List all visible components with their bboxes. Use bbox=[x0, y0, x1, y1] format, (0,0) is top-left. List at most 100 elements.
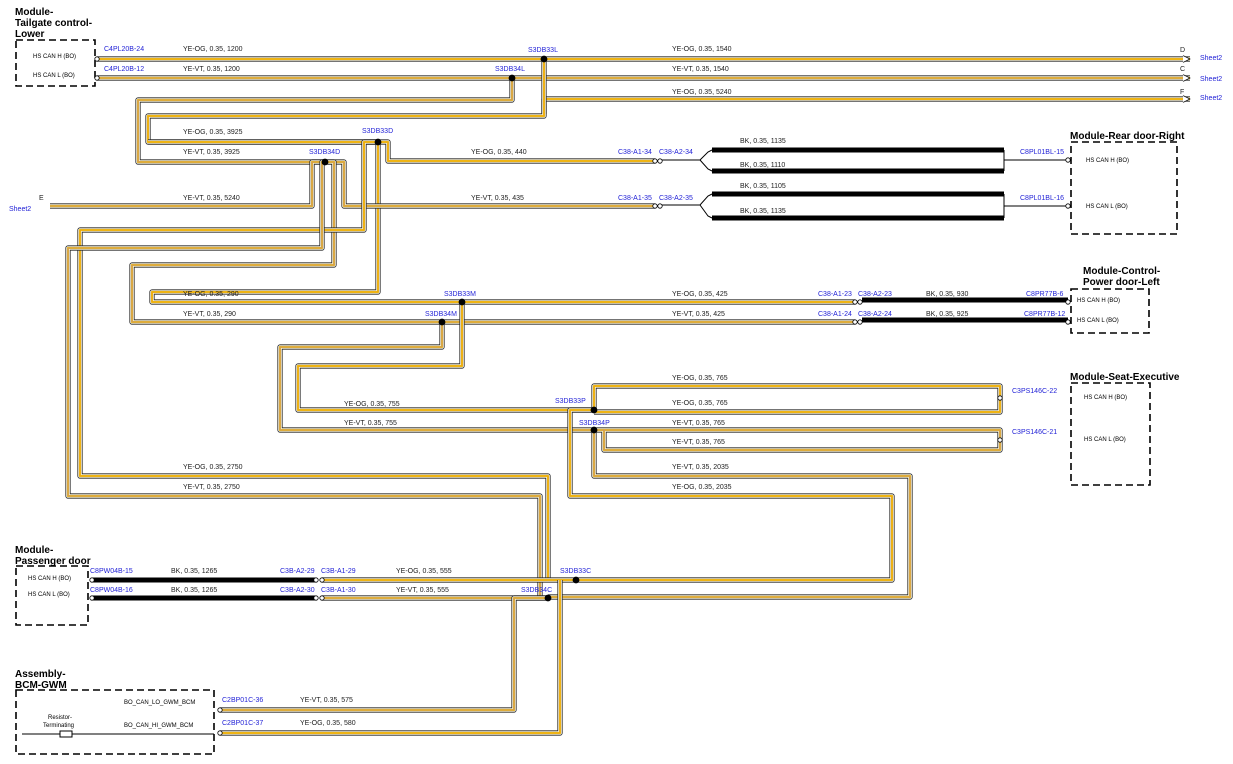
splice-label: S3DB34D bbox=[309, 149, 340, 156]
connector-label: C8PW04B-15 bbox=[90, 568, 133, 575]
pin-label: HS CAN L (BO) bbox=[33, 73, 75, 79]
splice-dot-34m bbox=[438, 318, 446, 326]
bcm-title-2: BCM-GWM bbox=[15, 680, 67, 691]
connector-pin-icon bbox=[217, 730, 223, 736]
connector-pin-icon bbox=[1065, 299, 1071, 305]
connector-pin-icon bbox=[997, 395, 1003, 401]
wire-ye-og-580 bbox=[220, 580, 563, 736]
offsheet-letter: F bbox=[1180, 89, 1184, 96]
connector-label: C8PW04B-16 bbox=[90, 587, 133, 594]
connector-pin-icon bbox=[857, 299, 863, 305]
wire-label: YE-OG, 0.35, 580 bbox=[300, 720, 356, 727]
pin-label: HS CAN H (BO) bbox=[1084, 395, 1127, 401]
wire-label: YE-VT, 0.35, 555 bbox=[396, 587, 449, 594]
lead-wire bbox=[699, 204, 713, 219]
connector-pin-icon bbox=[997, 437, 1003, 443]
connector-label: C38-A2-24 bbox=[858, 311, 892, 318]
pin-label: HS CAN L (BO) bbox=[1077, 318, 1119, 324]
connector-label: C3B-A2-29 bbox=[280, 568, 315, 575]
splice-label: S3DB33D bbox=[362, 128, 393, 135]
wire-label: YE-OG, 0.35, 765 bbox=[672, 400, 728, 407]
pin-label: HS CAN L (BO) bbox=[28, 592, 70, 598]
offsheet-letter: E bbox=[39, 195, 44, 202]
wire-label: YE-VT, 0.35, 5240 bbox=[183, 195, 240, 202]
connector-label: C3B-A1-30 bbox=[321, 587, 356, 594]
splice-dot-33c bbox=[572, 576, 580, 584]
pin-label: HS CAN H (BO) bbox=[28, 576, 71, 582]
pin-label: BO_CAN_HI_GWM_BCM bbox=[124, 723, 193, 729]
wire-ye-og-2035 bbox=[567, 407, 895, 583]
wire-label: YE-VT, 0.35, 2035 bbox=[672, 464, 729, 471]
connector-label: C38-A1-34 bbox=[618, 149, 652, 156]
splice-dot-34c bbox=[544, 594, 552, 602]
wire-label: YE-OG, 0.35, 755 bbox=[344, 401, 400, 408]
connector-label: C38-A1-35 bbox=[618, 195, 652, 202]
connector-label: C4PL20B-12 bbox=[104, 66, 144, 73]
splice-label: S3DB33P bbox=[555, 398, 586, 405]
connector-label: C38-A2-35 bbox=[659, 195, 693, 202]
connector-label: C8PR77B-12 bbox=[1024, 311, 1065, 318]
bcm-title-1: Assembly- bbox=[15, 669, 66, 680]
wire-label: YE-VT, 0.35, 765 bbox=[672, 420, 725, 427]
connector-pin-icon bbox=[313, 595, 319, 601]
wire-label: YE-VT, 0.35, 2750 bbox=[183, 484, 240, 491]
wire-ye-og-5240 bbox=[145, 96, 1190, 145]
splice-label: S3DB33C bbox=[560, 568, 591, 575]
connector-label: C8PL01BL-15 bbox=[1020, 149, 1064, 156]
offsheet-letter: C bbox=[1180, 66, 1185, 73]
resistor-label-2: Terminating bbox=[43, 723, 74, 729]
tailgate-module-box bbox=[15, 39, 96, 87]
connector-label: C3PS146C-22 bbox=[1012, 388, 1057, 395]
connector-pin-icon bbox=[857, 319, 863, 325]
wire-label: YE-OG, 0.35, 1200 bbox=[183, 46, 243, 53]
splice-label: S3DB33L bbox=[528, 47, 558, 54]
resistor-label-1: Resistor- bbox=[48, 715, 72, 721]
wire-label: YE-VT, 0.35, 435 bbox=[471, 195, 524, 202]
splice-dot-34l bbox=[508, 74, 516, 82]
connector-pin-icon bbox=[657, 203, 663, 209]
connector-label: C2BP01C-37 bbox=[222, 720, 263, 727]
splice-label: S3DB34L bbox=[495, 66, 525, 73]
wire-ye-og-3925-290 bbox=[148, 139, 462, 305]
splice-label: S3DB33M bbox=[444, 291, 476, 298]
wire-label: YE-VT, 0.35, 1540 bbox=[672, 66, 729, 73]
connector-label: C3B-A1-29 bbox=[321, 568, 356, 575]
wire-label: YE-OG, 0.35, 765 bbox=[672, 375, 728, 382]
offsheet-link-f[interactable]: Sheet2 bbox=[1200, 95, 1222, 102]
offsheet-link-c[interactable]: Sheet2 bbox=[1200, 76, 1222, 83]
splice-dot-33m bbox=[458, 298, 466, 306]
connector-label: C38-A2-23 bbox=[858, 291, 892, 298]
wire-label: YE-OG, 0.35, 5240 bbox=[672, 89, 732, 96]
wire-label: YE-OG, 0.35, 2750 bbox=[183, 464, 243, 471]
wire-label: BK, 0.35, 1135 bbox=[740, 138, 786, 145]
splice-label: S3DB34M bbox=[425, 311, 457, 318]
wire-label: BK, 0.35, 925 bbox=[926, 311, 969, 318]
bcm-gwm-module-box bbox=[15, 689, 215, 755]
wire-label: YE-OG, 0.35, 440 bbox=[471, 149, 527, 156]
power-door-left-title-2: Power door-Left bbox=[1083, 277, 1160, 288]
tailgate-title-1: Module- bbox=[15, 7, 53, 18]
connector-pin-icon bbox=[652, 203, 658, 209]
wire-label: YE-VT, 0.35, 755 bbox=[344, 420, 397, 427]
wire-label: YE-VT, 0.35, 765 bbox=[672, 439, 725, 446]
seat-executive-module-box bbox=[1070, 382, 1151, 486]
lead-wire bbox=[660, 149, 713, 161]
wire-label: YE-VT, 0.35, 290 bbox=[183, 311, 236, 318]
connector-pin-icon bbox=[89, 595, 95, 601]
wire-label: YE-OG, 0.35, 290 bbox=[183, 291, 239, 298]
connector-pin-icon bbox=[94, 56, 100, 62]
passenger-door-title-1: Module- bbox=[15, 545, 53, 556]
wire-ye-og-765 bbox=[591, 383, 1003, 415]
tailgate-title-3: Lower bbox=[15, 29, 45, 40]
passenger-door-title-2: Passenger door bbox=[15, 556, 91, 567]
wire-label: YE-OG, 0.35, 555 bbox=[396, 568, 452, 575]
offsheet-link-d[interactable]: Sheet2 bbox=[1200, 55, 1222, 62]
connector-label: C4PL20B-24 bbox=[104, 46, 144, 53]
wire-label: YE-OG, 0.35, 3925 bbox=[183, 129, 243, 136]
connector-pin-icon bbox=[1065, 319, 1071, 325]
offsheet-link-e[interactable]: Sheet2 bbox=[9, 206, 31, 213]
power-door-left-module-box bbox=[1070, 288, 1150, 334]
wire-label: YE-VT, 0.35, 425 bbox=[672, 311, 725, 318]
connector-pin-icon bbox=[1065, 203, 1071, 209]
connector-label: C38-A2-34 bbox=[659, 149, 693, 156]
